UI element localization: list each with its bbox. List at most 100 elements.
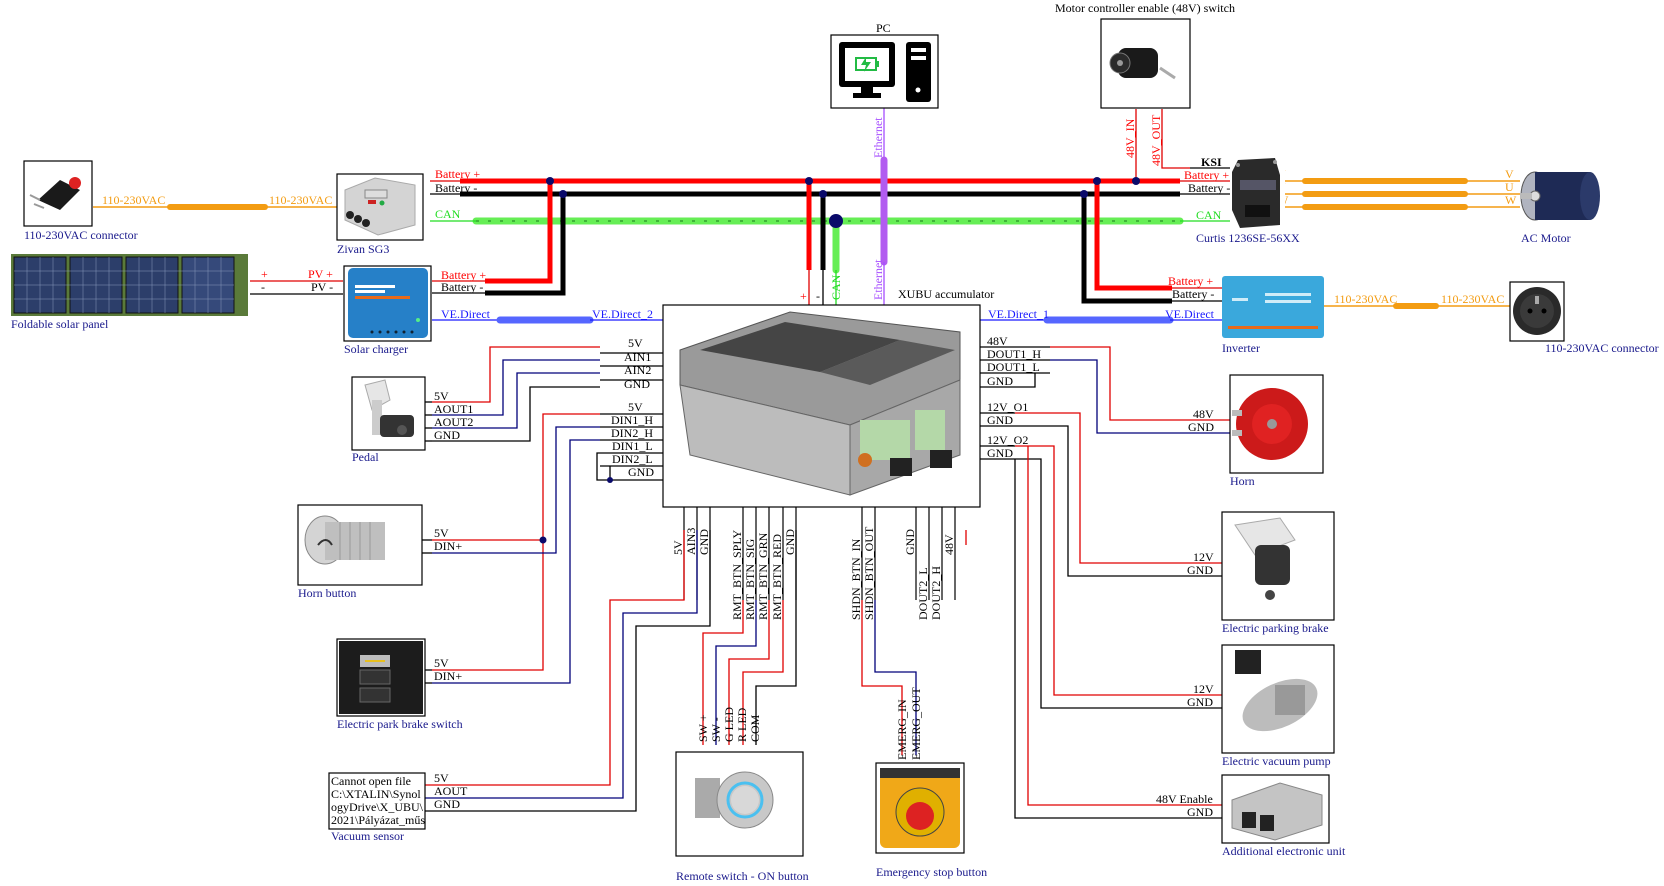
pin-din1-h: DIN1_H: [611, 413, 653, 427]
ve-direct-2-label: VE.Direct_2: [592, 307, 653, 321]
48v-out-wire: [1161, 109, 1190, 169]
solar-charger[interactable]: [343, 265, 432, 342]
electric-park-brake-switch[interactable]: [336, 638, 426, 717]
pin-12v-o2: 12V_O2: [987, 433, 1028, 447]
junction-dot: [805, 177, 813, 185]
xubu-plus-label: +: [800, 289, 807, 303]
charger-plus-drop: [485, 181, 553, 284]
junction-dot: [559, 190, 567, 198]
ecu-gnd-label: GND: [1187, 805, 1213, 819]
junction-dot: [1093, 177, 1101, 185]
epb-12v-wire: [1015, 412, 1230, 564]
pin-ain1: AIN1: [624, 350, 651, 364]
zivan-bat-plus-label: Battery +: [435, 167, 480, 181]
xubu-bottom-pin-label: RMT_BTN_SIG: [743, 538, 757, 620]
vac-sensor-5v-wire: [425, 530, 685, 786]
inverter[interactable]: [1222, 276, 1324, 338]
pin-din2-l: DIN2_L: [612, 452, 653, 466]
ecu-gnd-wire: [1014, 459, 1230, 819]
vacuum-sensor[interactable]: Cannot open file C:\XTALIN\Synol ogyDriv…: [328, 772, 426, 830]
xubu-can-label: CAN: [829, 274, 843, 300]
curtis-motor-controller[interactable]: [1230, 155, 1285, 228]
pv-plus-panel-label: +: [261, 267, 268, 281]
junction-dot: [1080, 190, 1088, 198]
solar-panel-caption: Foldable solar panel: [11, 317, 109, 331]
pedal-gnd-wire: [432, 386, 600, 442]
pin-gnd: GND: [987, 374, 1013, 388]
pc-component[interactable]: [830, 34, 939, 109]
xubu-bottom-pin-label: 5V: [671, 540, 685, 555]
emergency-stop-button[interactable]: [875, 762, 965, 854]
pin-dout1-l: DOUT1_L: [987, 360, 1040, 374]
ethernet-label-bottom: Ethernet: [871, 259, 885, 300]
pin-5v: 5V: [628, 400, 643, 414]
xubu-bottom-pin-label: RMT_BTN_SPLY: [730, 530, 744, 620]
xubu-right-pins: 48V DOUT1_H DOUT1_L GND 12V_O1 GND 12V_O…: [980, 334, 1050, 460]
foldable-solar-panel[interactable]: [11, 254, 248, 316]
vacuum-pump-caption: Electric vacuum pump: [1222, 754, 1331, 768]
ecu-caption: Additional electronic unit: [1222, 844, 1346, 858]
zivan-sg3-charger[interactable]: [336, 173, 424, 241]
horn-48v-wire: [1050, 346, 1230, 421]
error-line: 2021\Pályázat_műs: [331, 813, 425, 827]
vac-sensor-aout-label: AOUT: [434, 784, 468, 798]
pedal-aout1-label: AOUT1: [434, 402, 473, 416]
xubu-bottom-pin-label: 48V: [942, 534, 956, 555]
charger-bat-plus-label: Battery +: [441, 268, 486, 282]
curtis-can-label: CAN: [1196, 208, 1222, 222]
electric-vacuum-pump[interactable]: [1221, 644, 1335, 754]
inverter-bat-minus-label: Battery -: [1172, 287, 1214, 301]
ve-direct-charger-label: VE.Direct: [441, 307, 491, 321]
vac-label-1: 110-230VAC: [102, 193, 165, 207]
horn-button[interactable]: [297, 504, 423, 586]
xubu-minus-label: -: [816, 289, 820, 303]
motor-phase-wires: [1272, 178, 1520, 210]
additional-electronic-unit[interactable]: [1221, 774, 1330, 844]
pedal-aout2-label: AOUT2: [434, 415, 473, 429]
pedal-5v-label: 5V: [434, 389, 449, 403]
junction-dot: [1132, 177, 1140, 185]
pedal[interactable]: [351, 376, 426, 451]
horn[interactable]: [1229, 374, 1324, 474]
pc-caption: PC: [876, 21, 891, 35]
pv-minus-panel-label: -: [261, 280, 265, 294]
motor-enable-switch[interactable]: [1100, 18, 1191, 109]
ecu-enable-wire: [1027, 446, 1230, 806]
horn-btn-5v-label: 5V: [434, 526, 449, 540]
solar-charger-caption: Solar charger: [344, 342, 408, 356]
motor-switch-caption: Motor controller enable (48V) switch: [1055, 1, 1235, 15]
xubu-bottom-pin-label: AIN3: [684, 528, 698, 555]
horn-gnd-wire: [1050, 359, 1230, 434]
ac-connector-left[interactable]: [23, 160, 93, 227]
pin-din1-l: DIN1_L: [612, 439, 653, 453]
curtis-caption: Curtis 1236SE-56XX: [1196, 231, 1300, 245]
vac-sensor-gnd-label: GND: [434, 797, 460, 811]
pin-gnd: GND: [987, 446, 1013, 460]
svg-text:EMERG_IN: EMERG_IN: [895, 699, 909, 760]
junction-dot: [829, 214, 843, 228]
ac-connector-right-caption: 110-230VAC connector: [1545, 341, 1659, 355]
phase-w-right: W: [1505, 193, 1517, 207]
vacuum-sensor-caption: Vacuum sensor: [331, 829, 404, 843]
ac-motor[interactable]: [1520, 160, 1612, 225]
electric-parking-brake[interactable]: [1221, 511, 1335, 621]
epb-12v-label: 12V: [1193, 550, 1214, 564]
pin-dout1-h: DOUT1_H: [987, 347, 1041, 361]
remote-switch-on-button[interactable]: [675, 751, 804, 857]
charger-bat-minus-label: Battery -: [441, 280, 483, 294]
ksi-label: KSI: [1201, 155, 1222, 169]
inverter-bat-plus-label: Battery +: [1168, 274, 1213, 288]
ve-direct-inverter-label: VE.Direct: [1165, 307, 1215, 321]
inverter-caption: Inverter: [1222, 341, 1260, 355]
ecu-enable-label: 48V Enable: [1156, 792, 1213, 806]
svg-text:SW -: SW -: [709, 717, 723, 742]
ac-connector-left-caption: 110-230VAC connector: [24, 228, 138, 242]
pedal-caption: Pedal: [352, 450, 379, 464]
horn-48v-label: 48V: [1193, 407, 1214, 421]
curtis-bat-minus-label: Battery -: [1188, 181, 1230, 195]
xubu-bottom-pin-label: DOUT2_H: [929, 566, 943, 620]
xubu-bottom-pin-label: GND: [783, 529, 797, 555]
ac-connector-right[interactable]: [1509, 281, 1565, 342]
